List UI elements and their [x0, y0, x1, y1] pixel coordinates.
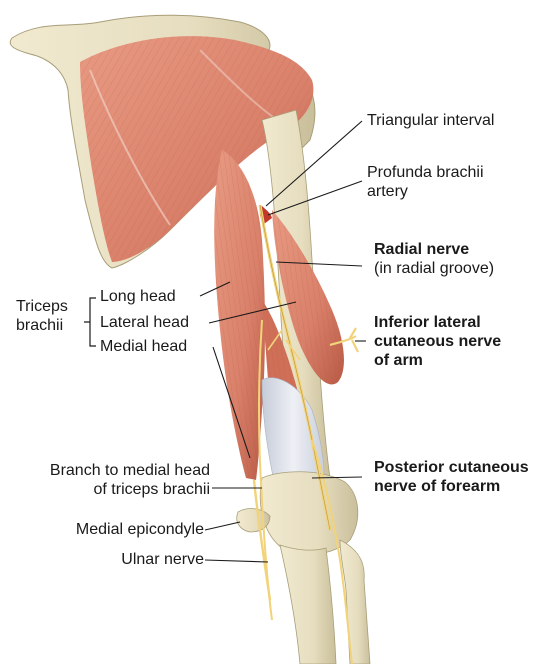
triceps-label-line1: Triceps: [16, 298, 68, 315]
branch-medial-head-label-line1: Branch to medial head: [49, 462, 210, 479]
olecranon-bone: [259, 471, 359, 555]
ulnar-nerve-label: Ulnar nerve: [121, 551, 204, 568]
inferior-lateral-label-line2: cutaneous nerve: [374, 333, 502, 350]
posterior-cutaneous-label-line2: nerve of forearm: [374, 478, 501, 495]
leader-lines: [199, 120, 366, 563]
triceps-label-line2: brachii: [16, 317, 64, 334]
profunda-label-line1: Profunda brachii: [367, 164, 484, 181]
profunda-label-line2: artery: [367, 183, 408, 200]
ulna-bone: [279, 544, 337, 665]
ulnar-nerve: [252, 479, 272, 601]
radial-groove-label: (in radial groove): [374, 260, 495, 277]
inferior-lateral-label-line1: Inferior lateral: [374, 314, 481, 331]
inferior-lateral-cutaneous-nerve: [329, 327, 359, 353]
medial-head-label: Medial head: [100, 338, 188, 355]
medial-epicondyle-label: Medial epicondyle: [75, 521, 204, 538]
branch-medial-head-label-line2: of triceps brachii: [93, 481, 211, 498]
inferior-lateral-label-line3: of arm: [374, 352, 423, 369]
long-head-label: Long head: [100, 288, 176, 305]
radial-nerve-label: Radial nerve: [374, 241, 470, 258]
lateral-head-label: Lateral head: [100, 314, 189, 331]
triangular-interval-label: Triangular interval: [367, 112, 495, 129]
triceps-bracket: [84, 297, 96, 347]
posterior-cutaneous-label-line1: Posterior cutaneous: [374, 459, 529, 476]
posterior-cutaneous-nerve: [311, 439, 353, 665]
medial-epicondyle-bone: [236, 508, 271, 533]
